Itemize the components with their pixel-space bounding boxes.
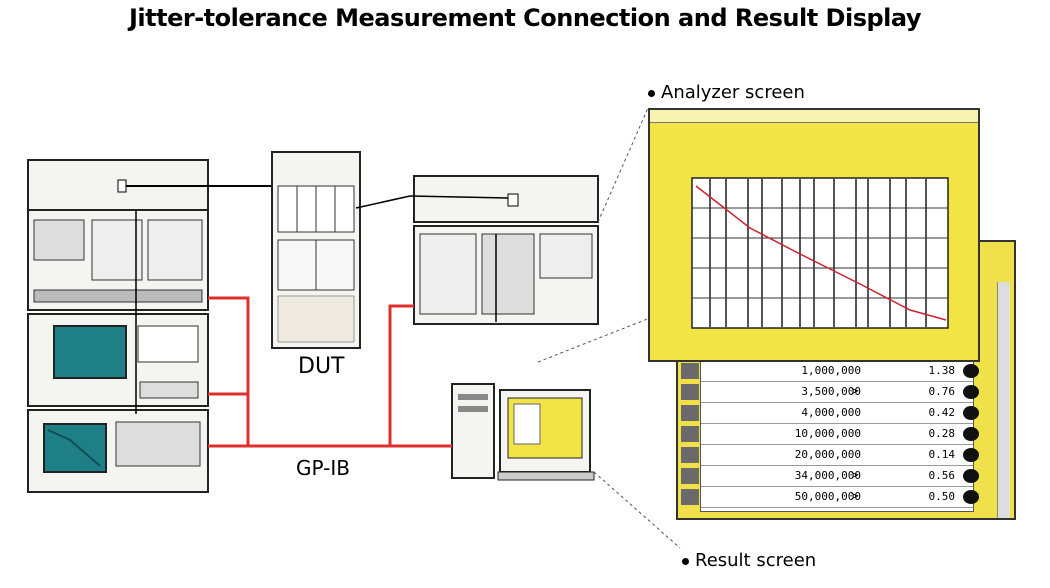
result-screen-label: Result screen <box>682 550 816 571</box>
left-equipment-rack <box>27 159 286 493</box>
result-frequency: 4,000,000 <box>801 406 861 419</box>
result-amplitude: 0.42 <box>928 406 956 419</box>
result-screen-label-text: Result screen <box>695 550 817 571</box>
result-frequency: 1,000,000 <box>801 364 861 377</box>
analyzer-screen-window <box>648 108 980 362</box>
result-marker: > <box>851 384 859 398</box>
dut-device <box>271 151 411 349</box>
result-status-icon <box>963 490 979 504</box>
result-frequency: 34,000,000 <box>794 469 861 482</box>
bullet-icon <box>682 557 689 565</box>
result-amplitude: 0.28 <box>928 427 956 440</box>
diagram-title: Jitter-tolerance Measurement Connection … <box>128 4 922 32</box>
result-frequency: 10,000,000 <box>794 427 861 440</box>
result-marker: > <box>851 468 859 482</box>
result-amplitude: 0.14 <box>928 448 956 461</box>
table-row: 10,000,000 0.28 <box>681 424 979 445</box>
result-amplitude: 1.38 <box>928 364 956 377</box>
plot-area <box>691 177 949 329</box>
controller-pc <box>451 383 595 481</box>
jitter-tolerance-curve <box>695 185 947 321</box>
table-row: 34,000,000 > 0.56 <box>681 466 979 487</box>
table-row: 20,000,000 0.14 <box>681 445 979 466</box>
result-status-icon <box>963 448 979 462</box>
dut-label: DUT <box>298 354 345 379</box>
result-status-icon <box>963 427 979 441</box>
result-marker: > <box>851 489 859 503</box>
result-status-icon <box>963 469 979 483</box>
result-frequency: 50,000,000 <box>794 490 861 503</box>
analyzer-titlebar <box>650 110 978 123</box>
table-row: 1,000,000 1.38 <box>681 361 979 382</box>
analyzer-screen-label: Analyzer screen <box>648 82 805 103</box>
result-amplitude: 0.56 <box>928 469 956 482</box>
result-frequency: 3,500,000 <box>801 385 861 398</box>
zoom-lines <box>537 107 681 549</box>
result-amplitude: 0.50 <box>928 490 956 503</box>
right-analyzer-instrument <box>409 175 599 325</box>
plot-horizontal-grid <box>692 207 948 299</box>
result-amplitude: 0.76 <box>928 385 956 398</box>
gpib-label: GP-IB <box>296 456 350 480</box>
table-row: 50,000,000 > 0.50 <box>681 487 979 508</box>
analyzer-plot <box>691 177 949 329</box>
result-frequency: 20,000,000 <box>794 448 861 461</box>
gpib-cable <box>208 296 452 448</box>
result-status-icon <box>963 385 979 399</box>
plot-vertical-grid <box>709 178 927 328</box>
result-scrollbar[interactable] <box>997 282 1010 518</box>
table-row: 4,000,000 0.42 <box>681 403 979 424</box>
result-status-icon <box>963 364 979 378</box>
result-table: 1,000,000 1.38 3,500,000 > 0.76 4,000,00… <box>681 360 979 512</box>
bullet-icon <box>648 89 655 97</box>
table-row: 3,500,000 > 0.76 <box>681 382 979 403</box>
result-status-icon <box>963 406 979 420</box>
analyzer-screen-label-text: Analyzer screen <box>661 82 805 103</box>
